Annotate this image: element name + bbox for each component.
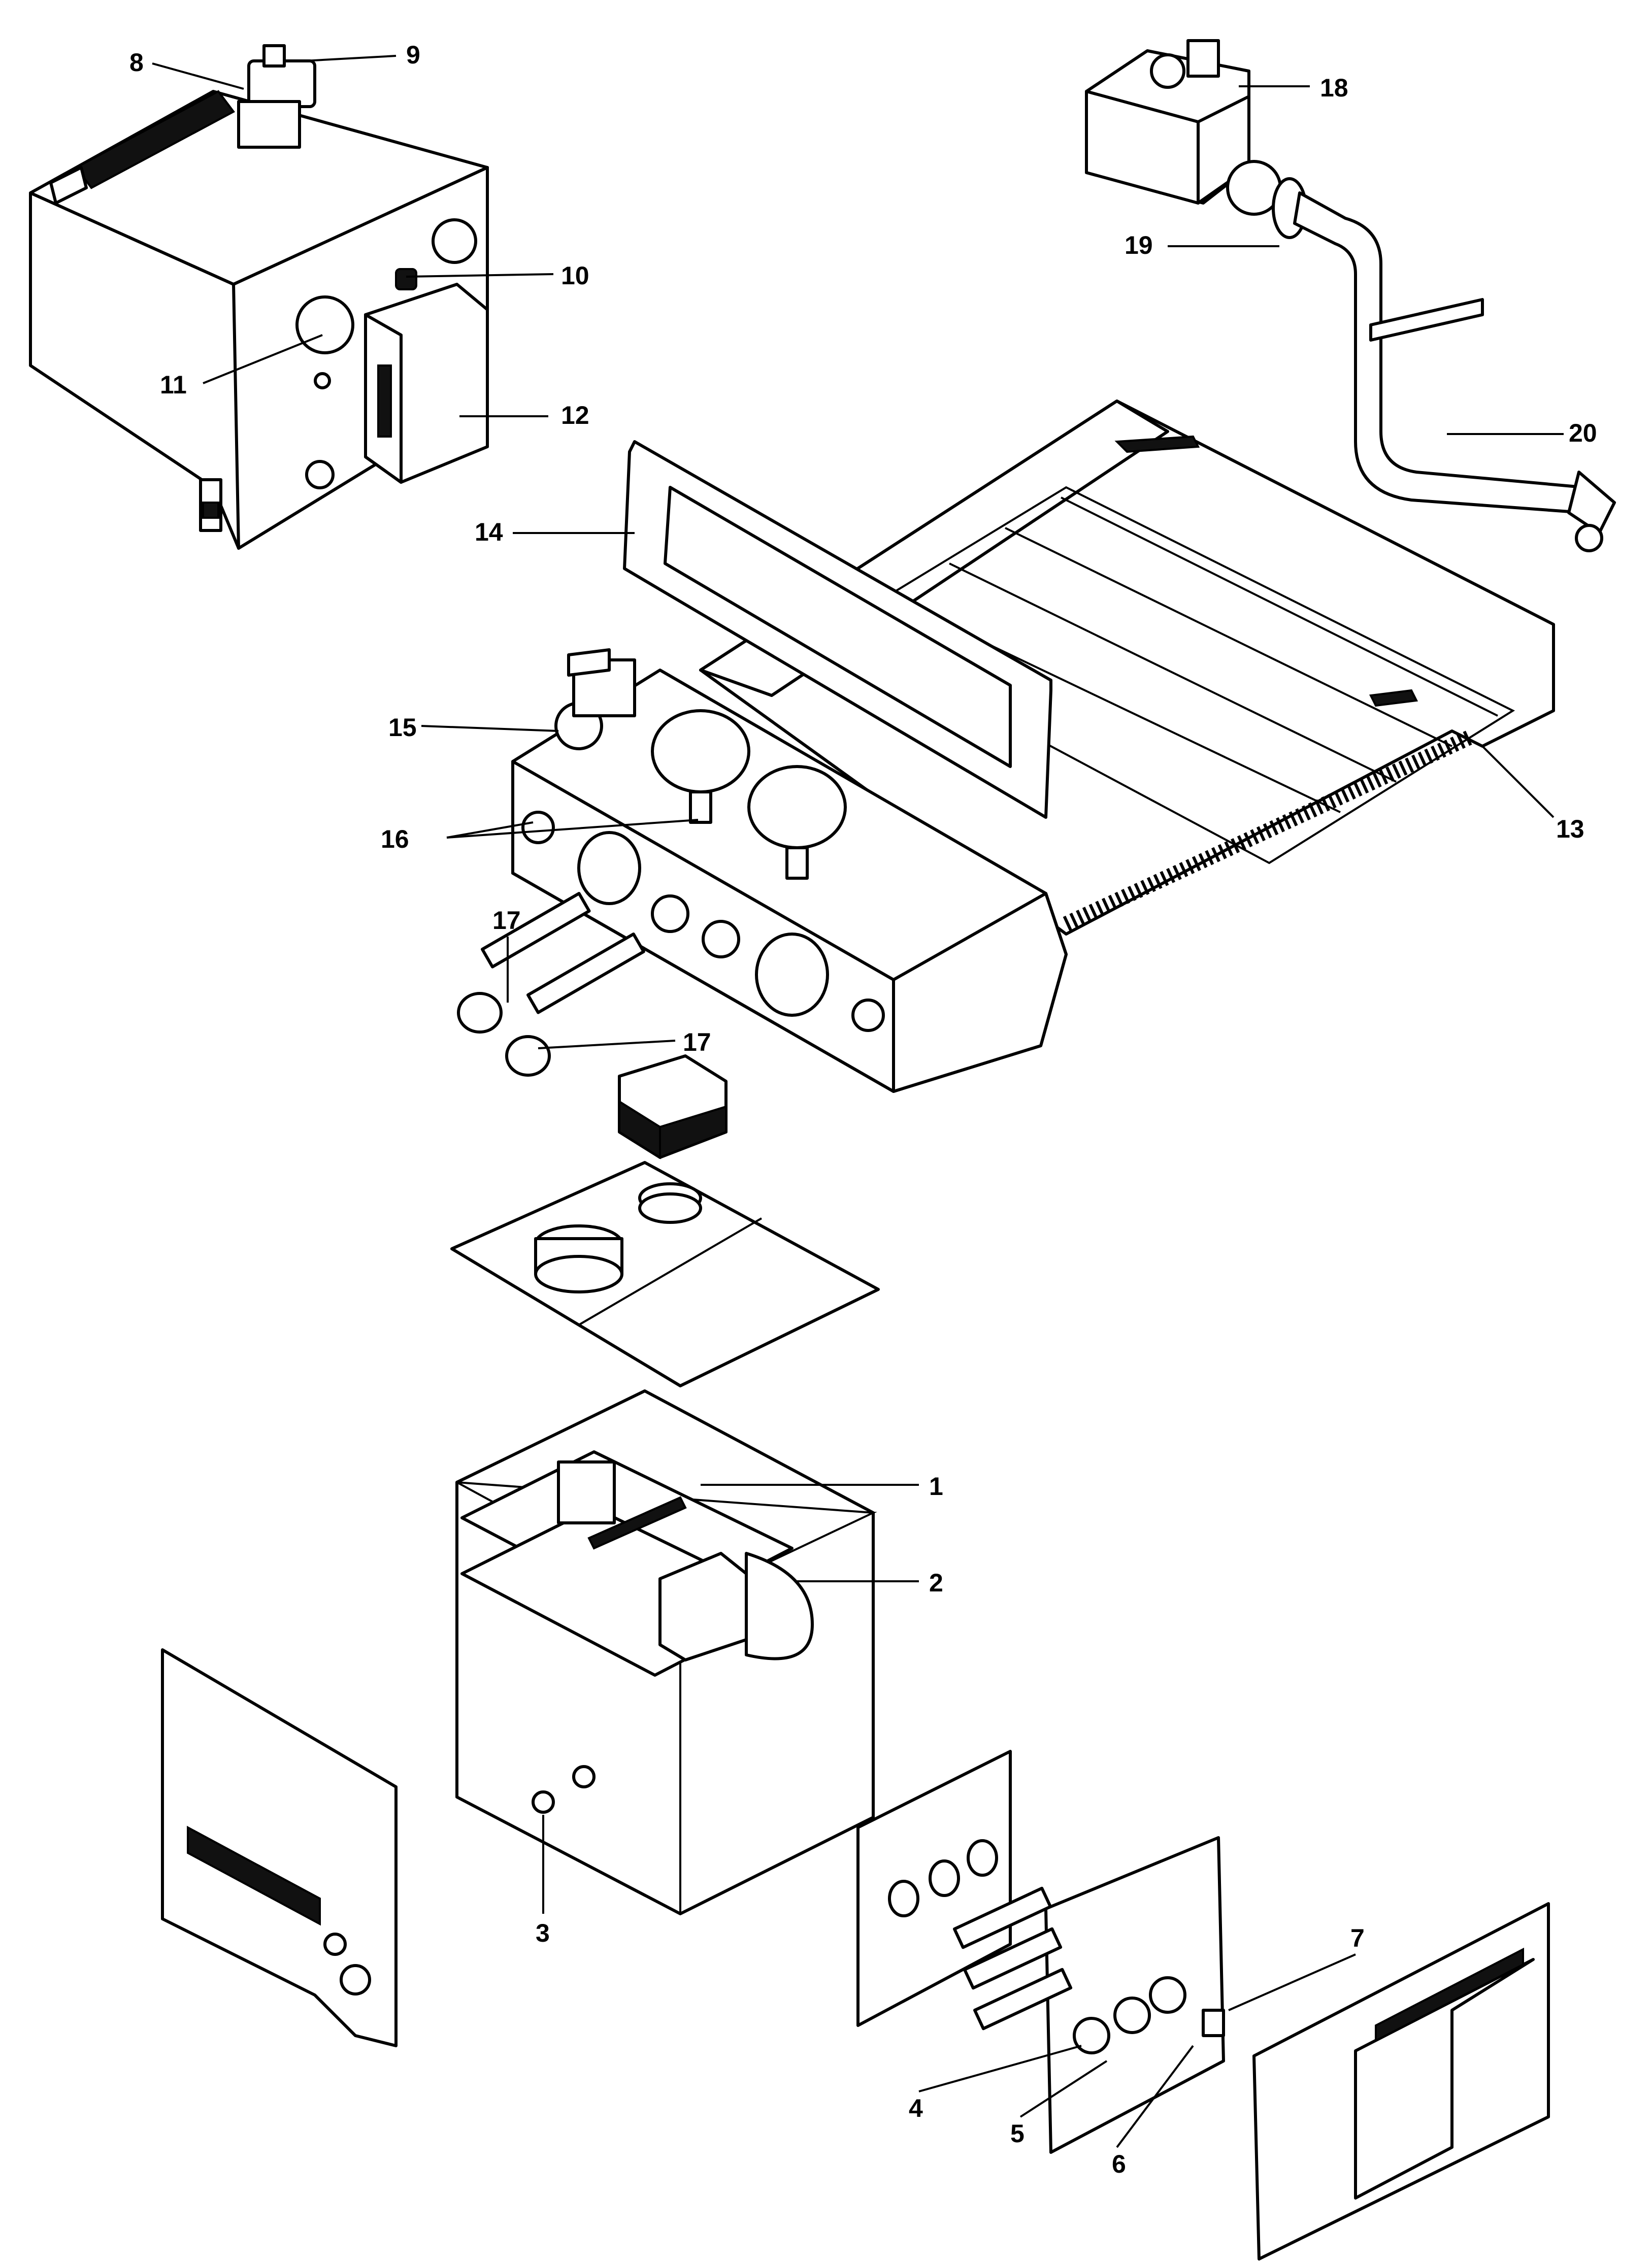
callout-13: 13	[1556, 815, 1584, 843]
left-side-panel	[161, 1648, 398, 2047]
callout-7: 7	[1350, 1924, 1365, 1952]
filter-cube	[618, 1054, 728, 1159]
callout-17a: 17	[492, 906, 521, 935]
gasket	[623, 440, 1052, 819]
callout-14: 14	[475, 518, 503, 546]
callout-9: 9	[406, 41, 420, 69]
leader-lines	[152, 55, 1564, 2148]
callout-6: 6	[1112, 2150, 1126, 2178]
callout-4: 4	[909, 2094, 923, 2122]
callout-20: 20	[1569, 419, 1597, 447]
callout-1: 1	[929, 1472, 943, 1501]
callout-12: 12	[561, 401, 589, 429]
callout-19: 19	[1125, 231, 1153, 259]
top-panel	[450, 1161, 880, 1387]
callout-labels: 8 9 10 11 12 14 15 16 17 17 13 18 19 20 …	[129, 41, 1597, 2178]
callout-11: 11	[160, 371, 187, 399]
callout-16: 16	[381, 825, 409, 853]
callout-2: 2	[929, 1569, 943, 1597]
gas-valve-assembly	[1085, 39, 1616, 552]
callout-18: 18	[1320, 74, 1348, 102]
callout-10: 10	[561, 261, 589, 290]
callout-5: 5	[1010, 2119, 1025, 2148]
heat-exchanger	[511, 400, 1555, 1093]
callout-8: 8	[129, 48, 144, 77]
control-box-assembly	[29, 44, 489, 550]
front-access-panel	[856, 1750, 1012, 2027]
callout-17b: 17	[683, 1028, 711, 1056]
callout-15: 15	[388, 713, 417, 742]
sensor-wells	[457, 892, 645, 1077]
rear-panel	[1252, 1902, 1550, 2260]
header-plate	[953, 1836, 1225, 2154]
main-cabinet	[455, 1389, 877, 1915]
callout-3: 3	[536, 1919, 550, 1947]
